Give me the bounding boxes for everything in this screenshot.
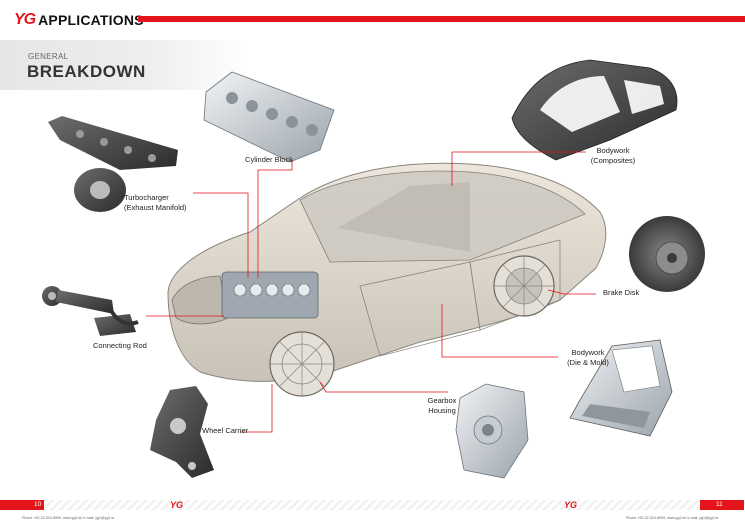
- brake-disk-image: [629, 216, 705, 292]
- label-cylinder-block: Cylinder Block: [245, 155, 293, 164]
- turbocharger-image: [48, 116, 178, 212]
- label-gearbox-housing-line2: Housing: [428, 406, 456, 415]
- car-body: [167, 162, 607, 397]
- footer-logo-left: YG: [170, 500, 184, 510]
- label-wheel-carrier: Wheel Carrier: [202, 426, 249, 435]
- label-gearbox-housing: Gearbox Housing: [420, 396, 464, 416]
- page-title: APPLICATIONS: [38, 12, 144, 28]
- label-bodywork-composites: Bodywork (Composites): [584, 146, 642, 166]
- header-accent-bar: [138, 16, 745, 22]
- section-heading-background: [0, 40, 250, 90]
- gearbox-housing-image: [455, 383, 529, 479]
- wheel-carrier-image: [150, 386, 214, 478]
- label-turbocharger: Turbocharger (Exhaust Manifold): [124, 193, 187, 213]
- section-subtitle: GENERAL: [28, 52, 69, 61]
- bodywork-composites-image: [511, 59, 678, 161]
- label-bodywork-composites-line2: (Composites): [590, 156, 636, 165]
- label-connecting-rod: Connecting Rod: [93, 341, 147, 350]
- footer-logo-right: YG: [564, 500, 578, 510]
- footer-contact-left: Phone +82-32-524-8999, www.yg1.kr/ e-mai…: [22, 516, 115, 520]
- page-number-left: 10: [0, 500, 44, 510]
- label-turbocharger-line1: Turbocharger: [124, 193, 169, 202]
- cylinder-block-image: [203, 71, 335, 163]
- brand-header: YG APPLICATIONS: [14, 10, 144, 30]
- bodywork-die-mold-image: [569, 339, 673, 437]
- footer-stripe: [0, 500, 745, 510]
- label-bodywork-composites-line1: Bodywork: [596, 146, 630, 155]
- label-gearbox-housing-line1: Gearbox: [427, 396, 457, 405]
- label-brake-disk: Brake Disk: [603, 288, 640, 297]
- company-logo: YG: [14, 11, 36, 28]
- label-turbocharger-line2: (Exhaust Manifold): [124, 203, 187, 212]
- label-bodywork-die-mold-line2: (Die & Mold): [567, 358, 609, 367]
- label-bodywork-die-mold: Bodywork (Die & Mold): [556, 348, 620, 368]
- section-title: BREAKDOWN: [27, 62, 146, 81]
- label-bodywork-die-mold-line1: Bodywork: [571, 348, 605, 357]
- connecting-rod-image: [42, 286, 139, 336]
- footer-contact-right: Phone +82-32-524-8999, www.yg1.kr/ e-mai…: [626, 516, 719, 520]
- callout-lines: [146, 151, 596, 433]
- page-number-right: 11: [700, 500, 744, 510]
